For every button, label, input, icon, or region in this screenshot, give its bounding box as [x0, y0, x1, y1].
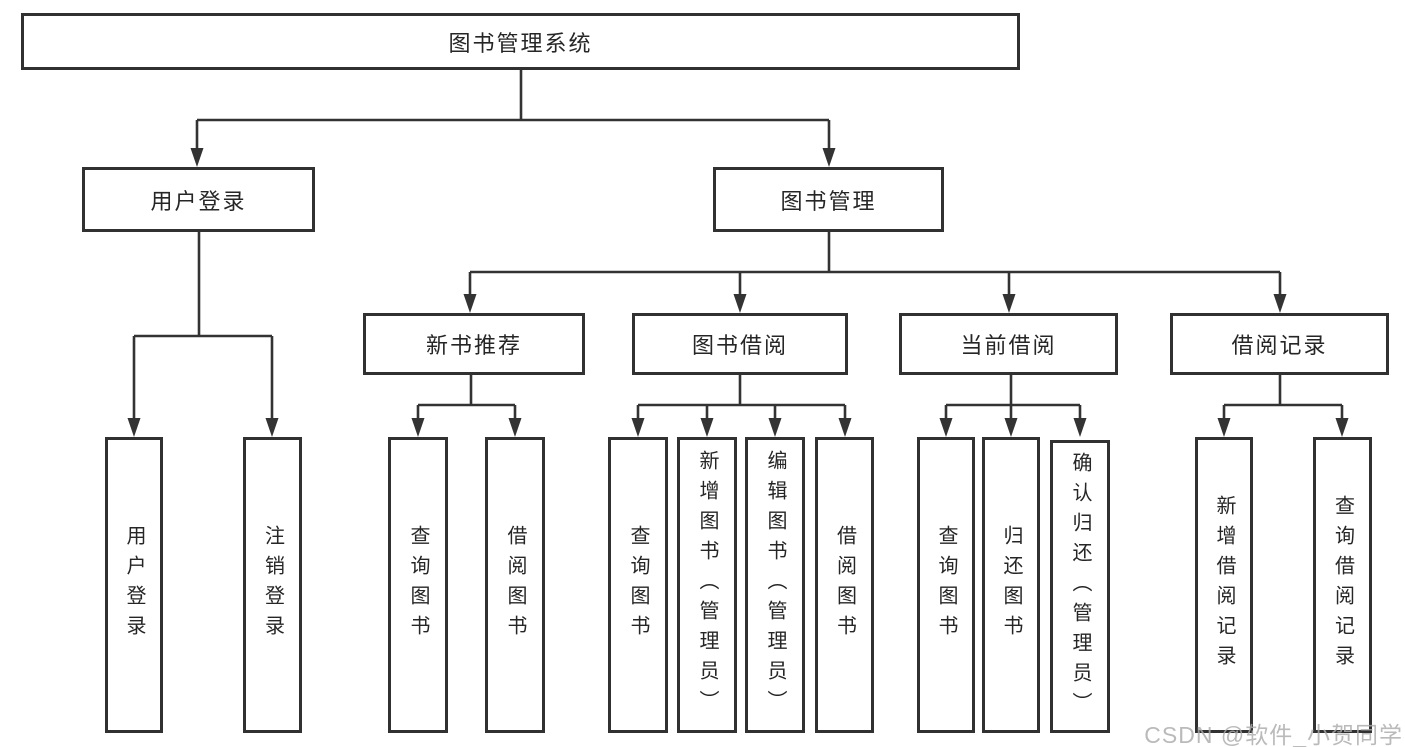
leaf-label: 归还图书: [1000, 525, 1022, 645]
arrowhead-icon: [190, 148, 204, 167]
arrowhead-icon: [508, 418, 522, 437]
leaf-label: 注销登录: [261, 525, 284, 645]
leaf-label: 借阅图书: [833, 525, 856, 645]
leaf-label: 借阅图书: [504, 525, 526, 645]
leaf-borrow-books-recommend: 借阅图书: [485, 437, 545, 733]
arrowhead-icon: [768, 418, 782, 437]
leaf-label: 用户登录: [123, 525, 145, 645]
leaf-label: 查询图书: [935, 525, 957, 645]
leaf-add-borrow-record: 新增借阅记录: [1195, 437, 1253, 733]
arrowhead-icon: [1073, 418, 1087, 437]
leaf-query-books-borrow: 查询图书: [608, 437, 668, 733]
leaf-edit-book-admin: 编辑图书（管理员）: [745, 437, 805, 733]
arrowhead-icon: [265, 418, 279, 437]
arrowhead-icon: [1273, 294, 1287, 313]
leaf-add-book-admin: 新增图书（管理员）: [677, 437, 737, 733]
leaf-query-borrow-record: 查询借阅记录: [1313, 437, 1372, 733]
leaf-label: 新增图书（管理员）: [696, 450, 718, 720]
leaf-query-books-recommend: 查询图书: [388, 437, 448, 733]
leaf-logout: 注销登录: [243, 437, 302, 733]
leaf-label: 查询借阅记录: [1331, 495, 1354, 675]
arrowhead-icon: [631, 418, 645, 437]
arrowhead-icon: [1002, 294, 1016, 313]
node-new-book-recommend: 新书推荐: [363, 313, 585, 375]
leaf-label: 查询图书: [407, 525, 429, 645]
arrowhead-icon: [411, 418, 425, 437]
node-book-management-branch: 图书管理: [713, 167, 944, 232]
leaf-label: 新增借阅记录: [1213, 495, 1235, 675]
leaf-return-book: 归还图书: [982, 437, 1040, 733]
node-borrow-records: 借阅记录: [1170, 313, 1389, 375]
csdn-watermark: CSDN @软件_小贺同学: [1144, 722, 1403, 747]
leaf-borrow-books: 借阅图书: [815, 437, 874, 733]
leaf-confirm-return-admin: 确认归还（管理员）: [1050, 440, 1110, 733]
arrowhead-icon: [700, 418, 714, 437]
node-current-borrow: 当前借阅: [899, 313, 1118, 375]
arrowhead-icon: [939, 418, 953, 437]
node-root: 图书管理系统: [21, 13, 1020, 70]
arrowhead-icon: [838, 418, 852, 437]
leaf-query-books-current: 查询图书: [917, 437, 975, 733]
node-user-login-branch: 用户登录: [82, 167, 315, 232]
leaf-label: 确认归还（管理员）: [1069, 451, 1091, 722]
arrowhead-icon: [1217, 418, 1231, 437]
arrowhead-icon: [1004, 418, 1018, 437]
arrowhead-icon: [463, 294, 477, 313]
arrowhead-icon: [127, 418, 141, 437]
arrowhead-icon: [1335, 418, 1349, 437]
leaf-label: 编辑图书（管理员）: [764, 450, 786, 720]
arrowhead-icon: [733, 294, 747, 313]
arrowhead-icon: [822, 148, 836, 167]
leaf-label: 查询图书: [627, 525, 649, 645]
node-book-borrow: 图书借阅: [632, 313, 848, 375]
leaf-user-login: 用户登录: [105, 437, 163, 733]
